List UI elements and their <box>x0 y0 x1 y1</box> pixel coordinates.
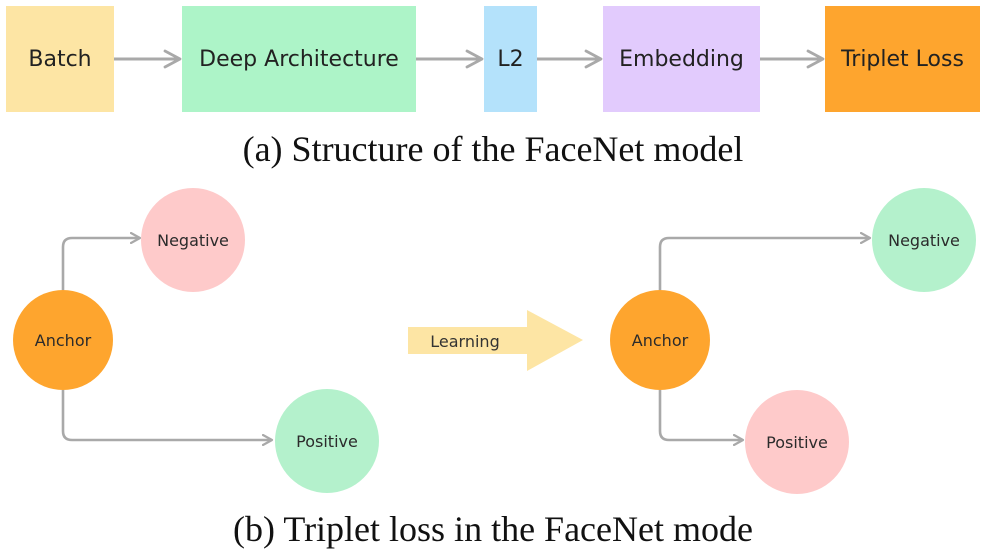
negative-label-before: Negative <box>157 230 229 250</box>
caption-a: (a) Structure of the FaceNet model <box>242 129 744 169</box>
negative-circle-after: Negative <box>872 188 976 292</box>
positive-circle-after: Positive <box>745 390 849 494</box>
triplet-loss-box: Triplet Loss <box>825 6 980 112</box>
l2-box: L2 <box>484 6 537 112</box>
positive-label-after: Positive <box>766 432 828 452</box>
caption-b: (b) Triplet loss in the FaceNet mode <box>233 509 753 549</box>
negative-label-after: Negative <box>888 230 960 250</box>
learning-arrow <box>408 310 583 371</box>
batch-box: Batch <box>6 6 114 112</box>
deep-architecture-box: Deep Architecture <box>182 6 416 112</box>
deep-architecture-label: Deep Architecture <box>199 46 399 72</box>
batch-label: Batch <box>28 46 92 72</box>
connector-anchor-to-negative-after <box>658 238 870 290</box>
positive-circle-before: Positive <box>275 389 379 493</box>
connector-anchor-to-positive-after <box>658 390 743 440</box>
connector-anchor-to-negative-before <box>61 238 140 290</box>
embedding-label: Embedding <box>619 46 744 72</box>
connector-anchor-to-positive-before <box>61 390 272 440</box>
anchor-circle-after: Anchor <box>610 290 710 390</box>
l2-label: L2 <box>497 46 524 72</box>
anchor-circle-before: Anchor <box>13 290 113 390</box>
triplet-loss-label: Triplet Loss <box>841 46 964 72</box>
anchor-label-after: Anchor <box>631 330 689 350</box>
anchor-label-before: Anchor <box>34 330 92 350</box>
positive-label-before: Positive <box>296 431 358 451</box>
negative-circle-before: Negative <box>141 188 245 292</box>
embedding-box: Embedding <box>603 6 760 112</box>
learning-label: Learning <box>430 331 500 351</box>
